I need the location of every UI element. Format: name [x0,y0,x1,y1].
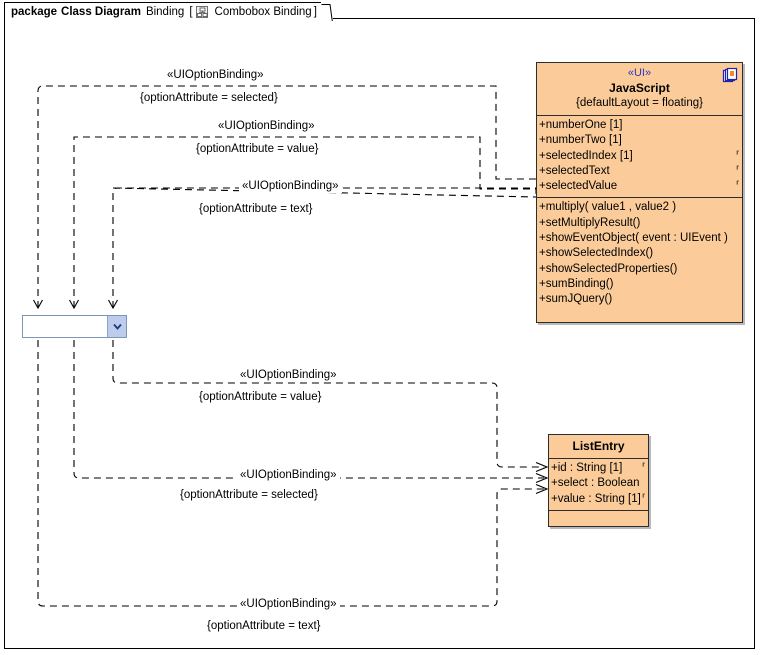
class-javascript[interactable]: «UI» JavaScript {defaultLayout = floatin… [536,62,743,323]
class-listentry-name: ListEntry [572,439,625,453]
package-tab-corner [321,2,333,21]
class-listentry-header: ListEntry [549,435,648,458]
operation-row: +showSelectedProperties() [539,262,678,275]
edge-label-2-constraint: {optionAttribute = value} [196,143,319,155]
edge-label-5-constraint: {optionAttribute = selected} [180,489,318,501]
operation-row: +multiply( value1 , value2 ) [539,201,677,214]
package-bracket-close: ] [313,6,317,18]
edge-label-1-stereotype: «UIOptionBinding» [164,68,267,82]
class-javascript-stereotype: «UI» [627,67,652,79]
attribute-row: +numberTwo [1] [537,133,742,148]
attribute-tail-mark: ⸢ [641,462,646,474]
edge-label-4-stereotype: «UIOptionBinding» [237,368,340,382]
operation-row: +setMultiplyResult() [539,216,641,229]
combobox-input[interactable] [23,316,107,337]
class-listentry-operations [549,509,648,526]
class-listentry[interactable]: ListEntry +id : String [1] ⸢ +select : B… [548,434,649,527]
attribute-tail-mark: ⸢ [641,492,646,505]
class-javascript-properties: {defaultLayout = floating} [576,97,703,109]
attribute-row: +select : Boolean [549,476,648,491]
attribute-text: +selectedIndex [1] [539,149,633,162]
package-alias: Binding [145,6,185,18]
edge-label-3-constraint: {optionAttribute = text} [199,203,313,215]
attribute-tail-mark: ⸢ [735,180,740,193]
attribute-text: +numberTwo [1] [539,134,622,147]
attribute-row: +selectedValue ⸢ [537,179,742,194]
class-javascript-operations: +multiply( value1 , value2 ) +setMultipl… [537,197,742,310]
package-bracket-open: [ [189,6,193,18]
package-keyword: package [11,6,58,18]
edge-label-3-stereotype: «UIOptionBinding» [239,179,342,193]
class-javascript-header: «UI» JavaScript {defaultLayout = floatin… [537,63,742,115]
attribute-tail-mark: ⸢ [735,164,740,177]
chevron-down-icon[interactable] [107,316,126,337]
attribute-row: +numberOne [1] [537,118,742,133]
class-diagram-icon [195,5,209,19]
operation-row: +showSelectedIndex() [539,247,654,260]
attribute-row: +value : String [1] ⸢ [549,492,648,507]
attribute-row: +id : String [1] ⸢ [549,461,648,476]
package-name: Class Diagram [61,6,141,18]
edge-label-4-constraint: {optionAttribute = value} [199,391,322,403]
edge-label-2-stereotype: «UIOptionBinding» [215,119,318,133]
attribute-text: +id : String [1] [551,462,623,474]
edge-label-5-stereotype: «UIOptionBinding» [237,468,340,482]
edge-label-1-constraint: {optionAttribute = selected} [140,92,278,104]
edge-label-6-constraint: {optionAttribute = text} [207,620,321,632]
class-listentry-attributes: +id : String [1] ⸢ +select : Boolean +va… [549,458,648,510]
class-javascript-name: JavaScript [609,81,670,95]
attribute-text: +selectedText [539,164,610,177]
combobox-widget[interactable] [22,315,127,338]
attribute-text: +selectedValue [539,180,618,193]
attribute-row: +selectedIndex [1] ⸢ [537,149,742,164]
document-stack-icon [722,67,738,83]
class-javascript-attributes: +numberOne [1] +numberTwo [1] +selectedI… [537,115,742,197]
attribute-text: +value : String [1] [551,492,641,505]
edge-label-6-stereotype: «UIOptionBinding» [237,597,340,611]
attribute-row: +selectedText ⸢ [537,164,742,179]
attribute-text: +numberOne [1] [539,119,623,131]
package-diagram-name: Combobox Binding [214,6,312,18]
attribute-tail-mark: ⸢ [735,149,740,162]
operation-row: +sumJQuery() [539,293,613,306]
operation-row: +sumBinding() [539,277,614,290]
operation-row: +showEventObject( event : UIEvent ) [539,232,728,245]
package-header-tab: package Class Diagram Binding [ Combobox… [4,2,324,21]
attribute-text: +select : Boolean [551,477,640,490]
